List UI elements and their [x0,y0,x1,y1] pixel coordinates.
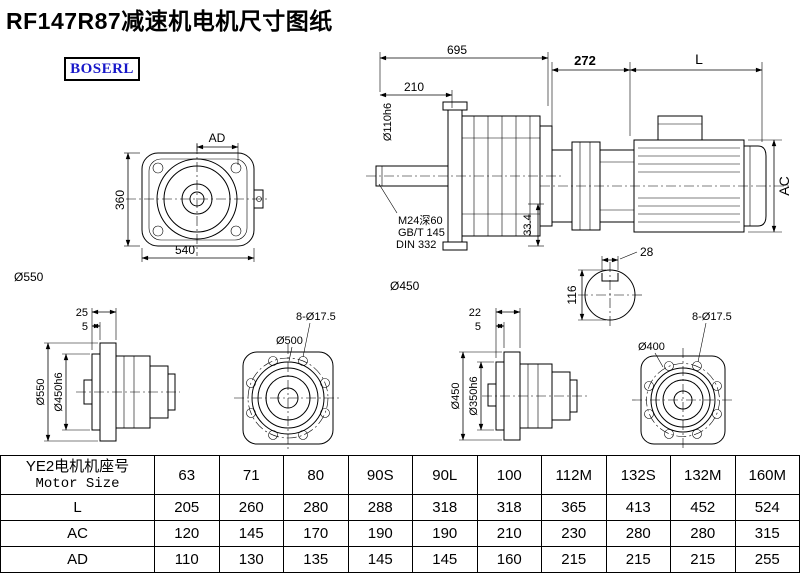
cell-AC-71: 145 [218,520,284,547]
motor-size-table: YE2电机机座号 Motor Size 63 71 80 90S 90L 100… [0,455,800,573]
dim-d550-label-2: Ø550 [35,379,47,406]
size-col-90l: 90L [412,455,478,495]
row-label-AD: AD [0,546,155,573]
table-header-row: YE2电机机座号 Motor Size 63 71 80 90S 90L 100… [0,455,800,495]
dim-ad-label: AD [209,131,226,145]
table-row-AC: AC 120 145 170 190 190 210 230 280 280 3… [0,520,800,547]
cell-AC-80: 170 [283,520,349,547]
view-side-section: 695 210 Ø110h6 M24深60 GB/T 145 DIN 332 3… [366,43,562,293]
cell-L-132s: 413 [605,494,671,521]
page-title: RF147R87减速机电机尺寸图纸 [6,8,333,34]
thread-spec-m24: M24深60 [398,214,443,227]
dim-5-label-2: 5 [475,321,481,333]
cell-L-100: 318 [476,494,542,521]
cell-L-71: 260 [218,494,284,521]
thread-spec-din: DIN 332 [396,239,436,251]
size-col-132m: 132M [670,455,736,495]
table-row-AD: AD 110 130 135 145 145 160 215 215 215 2… [0,546,800,573]
size-col-71: 71 [218,455,284,495]
dim-d350h6-label: Ø350h6 [468,376,480,415]
dim-L-label: L [695,51,703,67]
cell-AD-112m: 215 [541,546,607,573]
cell-AC-112m: 230 [541,520,607,547]
dim-272-label: 272 [574,53,596,68]
cell-AD-132s: 215 [605,546,671,573]
view-front-flange: AD 360 540 Ø550 [14,131,270,284]
size-col-90s: 90S [347,455,413,495]
cell-AD-160m: 255 [734,546,800,573]
cell-L-132m: 452 [670,494,736,521]
dim-22-label: 22 [469,307,481,319]
cell-AD-63: 110 [154,546,220,573]
cell-AD-100: 160 [476,546,542,573]
dim-360-label: 360 [113,190,127,210]
header-en: Motor Size [35,476,120,492]
dim-8d175-label-1: 8-Ø17.5 [296,311,336,323]
view-bottom-front-1: Ø500 8-Ø17.5 [234,311,342,450]
dim-8d175-label-2: 8-Ø17.5 [692,311,732,323]
cell-AD-90l: 145 [412,546,478,573]
cell-AD-90s: 145 [347,546,413,573]
cell-AC-90l: 190 [412,520,478,547]
view-bottom-front-2: Ø400 8-Ø17.5 [632,311,734,450]
dim-695-label: 695 [447,43,467,57]
dim-540-label: 540 [175,243,195,257]
size-col-63: 63 [154,455,220,495]
dim-d450h6-label: Ø450h6 [53,372,65,411]
view-motor-side: 272 L AC 28 [540,51,792,328]
technical-drawing: AD 360 540 Ø550 695 210 Ø110h6 [14,43,792,450]
cell-L-90l: 318 [412,494,478,521]
boserl-logo: BOSERL [64,57,140,81]
dim-d450-label-2: Ø450 [450,383,462,410]
table-row-L: L 205 260 280 288 318 318 365 413 452 52… [0,494,800,521]
cell-L-63: 205 [154,494,220,521]
row-label-L: L [0,494,155,521]
size-col-112m: 112M [541,455,607,495]
dim-d500-label: Ø500 [276,335,303,347]
size-col-160m: 160M [734,455,800,495]
dim-d450-label: Ø450 [390,279,420,293]
cell-AC-63: 120 [154,520,220,547]
cell-AD-80: 135 [283,546,349,573]
thread-spec-gbt: GB/T 145 [398,227,445,239]
motor-size-header: YE2电机机座号 Motor Size [0,455,155,495]
dim-d550-label: Ø550 [14,270,44,284]
cell-AC-90s: 190 [347,520,413,547]
dim-28-label: 28 [640,245,654,259]
cell-AD-132m: 215 [670,546,736,573]
size-col-100: 100 [476,455,542,495]
logo-text: BOSERL [70,60,134,77]
dim-210-label: 210 [404,80,424,94]
cell-AC-100: 210 [476,520,542,547]
cell-L-80: 280 [283,494,349,521]
size-col-80: 80 [283,455,349,495]
cell-AC-160m: 315 [734,520,800,547]
cell-L-112m: 365 [541,494,607,521]
header-cn: YE2电机机座号 [25,458,130,475]
cell-L-90s: 288 [347,494,413,521]
dim-334-label: 33.4 [522,214,534,235]
view-bottom-side-2: 22 5 Ø450 Ø350h6 [450,307,590,441]
view-bottom-side-1: 25 5 Ø550 Ø450h6 [35,307,180,442]
size-col-132s: 132S [605,455,671,495]
dim-25-label: 25 [76,307,88,319]
dim-116-label: 116 [565,285,579,304]
dim-AC-label: AC [776,176,792,195]
cell-AC-132s: 280 [605,520,671,547]
cell-L-160m: 524 [734,494,800,521]
cell-AC-132m: 280 [670,520,736,547]
dim-d400-label: Ø400 [638,341,665,353]
dim-5-label-1: 5 [82,321,88,333]
cell-AD-71: 130 [218,546,284,573]
row-label-AC: AC [0,520,155,547]
dim-d110h6-label: Ø110h6 [382,103,394,141]
